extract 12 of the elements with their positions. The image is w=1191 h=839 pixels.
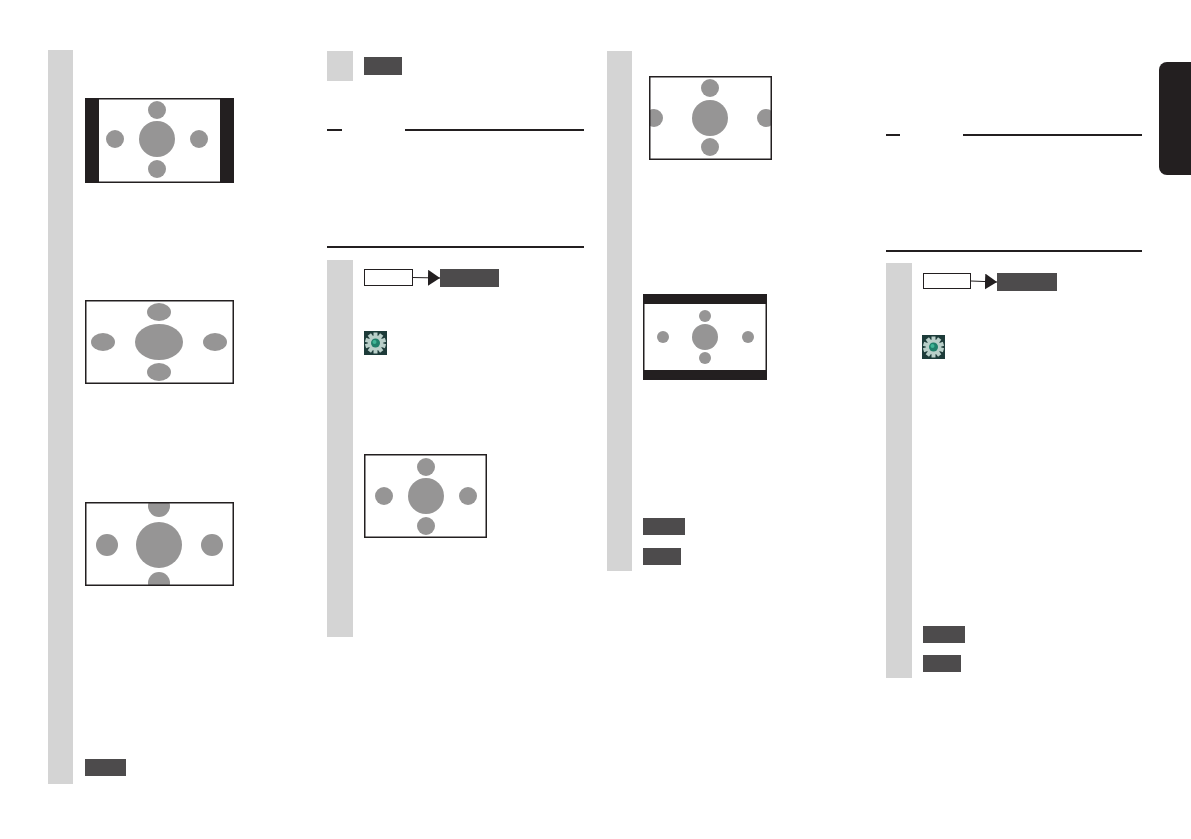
- step-bar: [886, 263, 912, 678]
- step-bar: [607, 51, 632, 571]
- arrow: [970, 273, 998, 290]
- step-bar: [327, 260, 353, 637]
- section-tab: [1159, 62, 1191, 175]
- step-bar: [327, 51, 353, 81]
- step-bar: [48, 50, 73, 784]
- arrow: [412, 269, 441, 286]
- button-block: [440, 269, 499, 287]
- button-block: [997, 273, 1057, 291]
- button-outline: [364, 269, 413, 286]
- button-outline: [923, 273, 971, 289]
